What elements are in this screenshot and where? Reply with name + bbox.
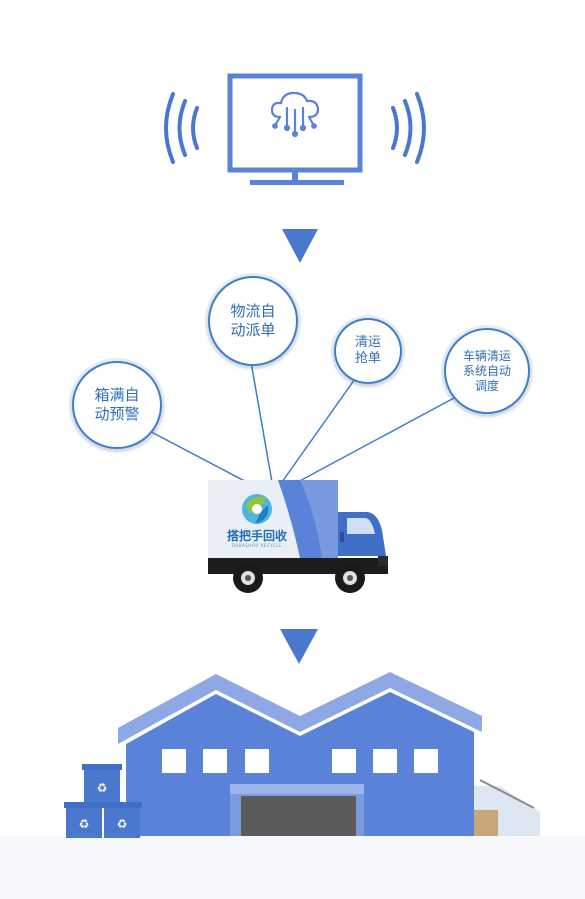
warehouse-icon: ♻ ♻ ♻ bbox=[0, 672, 585, 899]
signal-waves-right-icon bbox=[391, 92, 426, 164]
svg-text:♻: ♻ bbox=[117, 817, 128, 831]
svg-text:♻: ♻ bbox=[97, 781, 108, 795]
truck-brand-sub: DABASHOU RECYCLE bbox=[232, 543, 282, 548]
svg-text:♻: ♻ bbox=[79, 817, 90, 831]
brand-logo-icon bbox=[242, 494, 272, 524]
node-full-box-alert: 箱满自 动预警 bbox=[72, 361, 162, 449]
truck-icon bbox=[208, 480, 388, 593]
monitor-icon bbox=[227, 73, 363, 185]
recycle-bin-icon-2: ♻ bbox=[64, 802, 104, 838]
recycle-bin-icon: ♻ bbox=[82, 764, 122, 804]
monitor-graphic bbox=[164, 73, 426, 185]
signal-waves-left-icon bbox=[164, 92, 199, 164]
cloud-network-icon bbox=[270, 91, 320, 138]
node-vehicle-dispatch: 车辆清运 系统自动 调度 bbox=[444, 328, 530, 414]
truck-brand-name: 搭把手回收 bbox=[226, 529, 287, 543]
node-grab-order: 清运 抢单 bbox=[334, 318, 402, 384]
node-logistics-dispatch: 物流自 动派单 bbox=[208, 276, 298, 366]
recycle-bin-icon-3: ♻ bbox=[102, 802, 142, 838]
